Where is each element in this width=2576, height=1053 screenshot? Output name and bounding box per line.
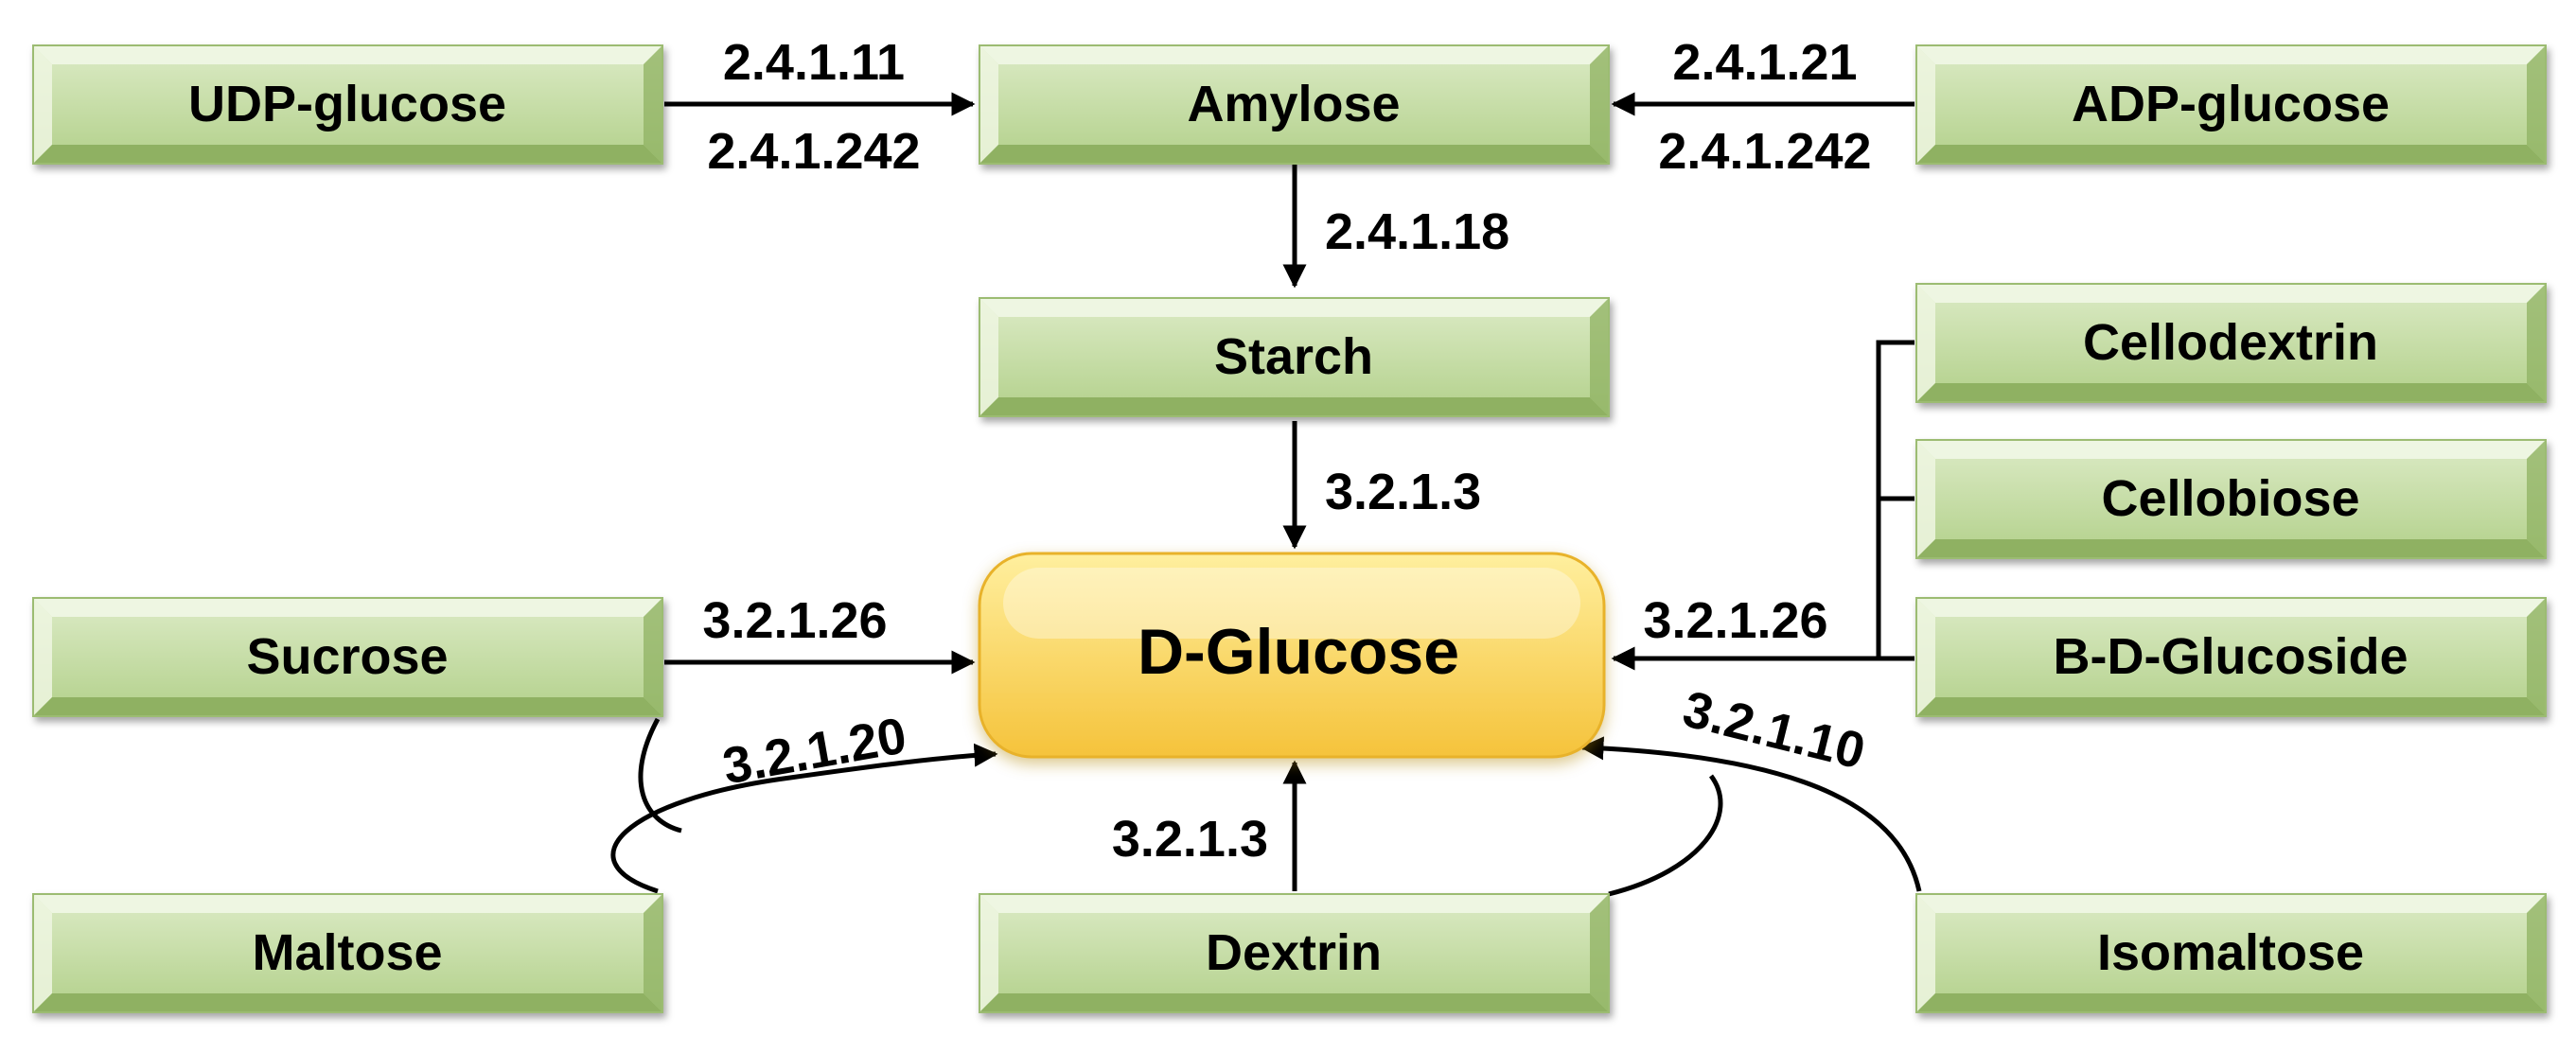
node-isomaltose: Isomaltose — [1915, 893, 2547, 1013]
node-starch: Starch — [979, 297, 1610, 417]
node-cellodextrin: Cellodextrin — [1915, 283, 2547, 403]
node-label-starch: Starch — [1214, 328, 1373, 385]
edge-isomaltose-loop — [1608, 774, 1723, 897]
node-label-amylose: Amylose — [1187, 76, 1400, 132]
node-label-cellobiose: Cellobiose — [2101, 470, 2359, 527]
node-label-udp-glucose: UDP-glucose — [188, 76, 506, 132]
ec-label-isomaltose-glucose: 3.2.1.10 — [1678, 680, 1871, 780]
node-label-dextrin: Dextrin — [1206, 924, 1382, 981]
ec-label-amylose-starch: 2.4.1.18 — [1325, 203, 1509, 260]
enzyme-labels: 2.4.1.11 2.4.1.242 2.4.1.21 2.4.1.242 2.… — [702, 34, 1871, 868]
ec-label-maltose-glucose: 3.2.1.20 — [718, 707, 910, 795]
node-label-cellodextrin: Cellodextrin — [2083, 314, 2378, 371]
node-amylose: Amylose — [979, 44, 1610, 165]
ec-label-glucosides-glucose: 3.2.1.26 — [1643, 592, 1827, 649]
node-label-b-d-glucoside: B-D-Glucoside — [2053, 628, 2408, 685]
node-label-adp-glucose: ADP-glucose — [2072, 76, 2390, 132]
edge-maltose-loop — [638, 717, 682, 834]
node-udp-glucose: UDP-glucose — [32, 44, 663, 165]
node-label-sucrose: Sucrose — [246, 628, 448, 685]
node-dextrin: Dextrin — [979, 893, 1610, 1013]
ec-label-starch-glucose: 3.2.1.3 — [1325, 464, 1481, 520]
ec-label-dextrin-glucose: 3.2.1.3 — [1112, 811, 1268, 868]
node-maltose: Maltose — [32, 893, 663, 1013]
node-label-isomaltose: Isomaltose — [2097, 924, 2364, 981]
node-adp-glucose: ADP-glucose — [1915, 44, 2547, 165]
node-d-glucose: D-Glucose — [978, 552, 1606, 759]
edges — [610, 92, 1922, 897]
ec-label-adp-amylose-top: 2.4.1.21 — [1672, 34, 1857, 91]
edge-isomaltose-to-glucose — [1579, 736, 1922, 892]
edge-maltose-to-glucose — [610, 743, 998, 894]
ec-label-sucrose-glucose: 3.2.1.26 — [702, 592, 887, 649]
node-label-maltose: Maltose — [252, 924, 442, 981]
node-label-d-glucose: D-Glucose — [1138, 616, 1459, 688]
ec-label-adp-amylose-bottom: 2.4.1.242 — [1658, 123, 1871, 180]
ec-label-udp-amylose-bottom: 2.4.1.242 — [707, 123, 920, 180]
node-cellobiose: Cellobiose — [1915, 439, 2547, 559]
ec-label-udp-amylose-top: 2.4.1.11 — [723, 34, 905, 91]
node-b-d-glucoside: B-D-Glucoside — [1915, 597, 2547, 717]
node-sucrose: Sucrose — [32, 597, 663, 717]
edge-cellodextrin-bracket — [1876, 340, 1914, 658]
